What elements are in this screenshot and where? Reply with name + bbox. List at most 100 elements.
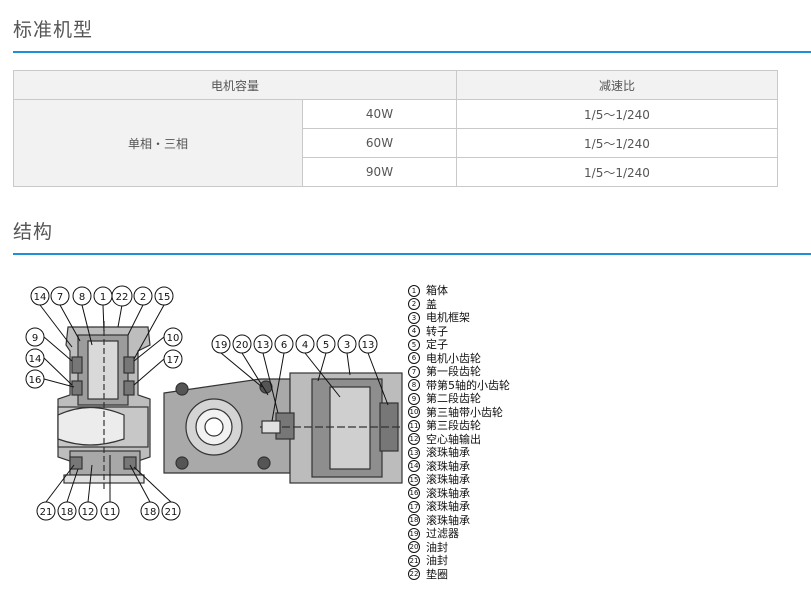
legend-number: 20	[408, 541, 420, 554]
legend-number: 12	[408, 433, 420, 446]
legend-label: 空心轴输出	[426, 432, 481, 446]
ratio-cell: 1/5～1/240	[456, 128, 778, 158]
callout-bubble: 5	[316, 334, 336, 382]
legend-number: 6	[408, 352, 420, 365]
svg-text:19: 19	[215, 340, 228, 351]
callout-bubble: 21	[133, 466, 181, 521]
legend-label: 滚珠轴承	[426, 513, 470, 527]
legend-number: 19	[408, 527, 420, 540]
legend-number: 13	[408, 446, 420, 459]
callout-bubble: 13	[358, 334, 389, 406]
svg-text:9: 9	[32, 333, 38, 344]
table-row: 90W 1/5～1/240	[14, 157, 778, 187]
callout-bubble: 11	[100, 455, 120, 521]
legend-item: 16 滚珠轴承	[408, 487, 510, 501]
section-divider	[13, 253, 811, 255]
svg-text:1: 1	[100, 292, 106, 303]
svg-text:13: 13	[362, 340, 375, 351]
legend-number: 2	[408, 298, 420, 311]
svg-text:10: 10	[167, 333, 180, 344]
ratio-cell: 1/5～1/240	[456, 157, 778, 187]
spec-table: 电机容量 减速比 单相・三相 40W 1/5～1/240 60W 1/5～1/2…	[13, 70, 778, 187]
callout-bubble: 9	[25, 327, 73, 362]
legend-label: 定子	[426, 338, 448, 351]
legend-number: 11	[408, 419, 420, 432]
callout-bubble: 1	[93, 286, 113, 332]
svg-text:22: 22	[116, 292, 129, 303]
legend-label: 箱体	[426, 284, 448, 297]
header-motor-capacity: 电机容量	[13, 70, 457, 100]
legend-label: 电机框架	[426, 311, 470, 324]
power-cell: 90W	[302, 157, 457, 187]
section-title-standard: 标准机型	[13, 19, 94, 41]
legend-item: 19 过滤器	[408, 527, 510, 541]
legend-number: 7	[408, 365, 420, 378]
table-row: 60W 1/5～1/240	[14, 128, 778, 158]
legend-label: 滚珠轴承	[426, 486, 470, 500]
callout-bubble: 10	[133, 327, 183, 362]
legend-item: 1 箱体	[408, 284, 510, 298]
callouts-left-side: 9 14 16 10 17	[25, 327, 183, 389]
callout-bubble: 2	[127, 286, 153, 336]
legend-item: 8 带第5轴的小齿轮	[408, 379, 510, 393]
callout-bubble: 14	[30, 286, 73, 348]
callout-bubble: 12	[78, 464, 98, 521]
svg-text:3: 3	[344, 340, 350, 351]
legend-number: 8	[408, 379, 420, 392]
table-header-row: 电机容量 减速比	[13, 70, 778, 100]
power-cell: 60W	[302, 128, 457, 158]
callout-bubble: 4	[295, 334, 341, 398]
svg-text:16: 16	[29, 375, 42, 386]
svg-text:17: 17	[167, 355, 180, 366]
svg-text:12: 12	[82, 507, 95, 518]
legend-label: 第三段齿轮	[426, 419, 481, 432]
legend-number: 10	[408, 406, 420, 419]
power-cell: 40W	[302, 99, 457, 129]
callouts-left-top: 14 7 8 1 22 2 15	[30, 285, 174, 360]
legend-number: 1	[408, 284, 420, 297]
legend-label: 第一段齿轮	[426, 365, 481, 378]
motor-section-drawing	[163, 372, 403, 484]
gearbox-section-drawing	[57, 321, 151, 491]
callout-bubble: 22	[111, 285, 133, 328]
svg-text:6: 6	[281, 340, 287, 351]
svg-text:15: 15	[158, 292, 171, 303]
legend-label: 滚珠轴承	[426, 446, 470, 459]
svg-text:14: 14	[29, 354, 42, 365]
svg-text:18: 18	[144, 507, 157, 518]
callout-bubble: 15	[133, 286, 174, 360]
ratio-cell: 1/5～1/240	[456, 99, 778, 129]
callout-bubble: 17	[133, 349, 183, 386]
callout-bubble: 7	[50, 286, 81, 342]
callouts-left-bottom: 21 18 12 11 18 21	[36, 455, 181, 521]
legend-number: 14	[408, 460, 420, 473]
svg-text:8: 8	[79, 292, 85, 303]
callout-bubble: 20	[232, 334, 269, 396]
svg-text:2: 2	[140, 292, 146, 303]
legend-item: 7 第一段齿轮	[408, 365, 510, 379]
svg-text:14: 14	[34, 292, 47, 303]
callout-bubble: 18	[129, 464, 160, 521]
phase-group-cell: 单相・三相	[13, 99, 303, 187]
callout-bubble: 8	[72, 286, 93, 346]
callout-bubble: 18	[57, 468, 79, 521]
legend-label: 垫圈	[426, 567, 448, 581]
legend-label: 滚珠轴承	[426, 500, 470, 513]
legend-label: 带第5轴的小齿轮	[426, 378, 510, 392]
section-title-structure: 结构	[13, 221, 54, 243]
svg-text:21: 21	[40, 507, 53, 518]
table-row: 单相・三相 40W 1/5～1/240	[13, 99, 778, 187]
header-reduction-ratio: 减速比	[456, 70, 778, 100]
legend-item: 12 空心轴输出	[408, 433, 510, 447]
legend-label: 油封	[426, 554, 448, 567]
callout-bubble: 21	[36, 464, 75, 521]
legend-label: 过滤器	[426, 527, 459, 540]
legend-number: 16	[408, 487, 420, 500]
